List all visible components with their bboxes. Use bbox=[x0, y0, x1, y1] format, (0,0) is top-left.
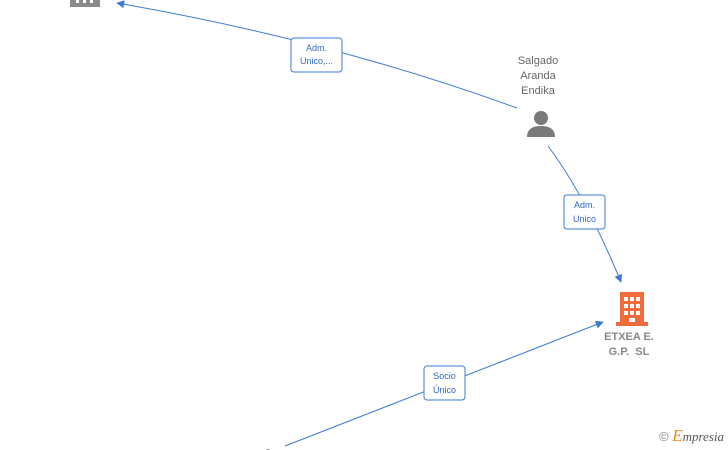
edge-label-line: Socio bbox=[433, 371, 456, 381]
person-name-line: Salgado bbox=[517, 55, 559, 67]
edge-label-line: Unico,... bbox=[300, 56, 333, 66]
building-icon[interactable] bbox=[616, 292, 648, 326]
brand-logo: Empresia bbox=[672, 426, 724, 445]
empresia-watermark: © Empresia bbox=[659, 426, 724, 446]
edge-label-socio-unico[interactable]: Socio Único bbox=[423, 365, 466, 401]
edge-label-line: Único bbox=[433, 385, 456, 395]
edge-label-line: Adm. bbox=[306, 43, 327, 53]
top-company-building-icon[interactable] bbox=[70, 0, 100, 7]
person-icon[interactable] bbox=[527, 111, 555, 137]
edge-label-line: Unico bbox=[573, 214, 596, 224]
person-name-line: Aranda bbox=[520, 70, 556, 82]
person-name-line: Endika bbox=[521, 85, 555, 97]
company-name-line: G.P. SL bbox=[608, 346, 650, 358]
edge-label-line: Adm. bbox=[574, 200, 595, 210]
company-name-line: ETXEA E. bbox=[604, 331, 654, 343]
person-node-label[interactable]: Salgado Aranda Endika bbox=[493, 54, 583, 99]
edge-label-adm-unico[interactable]: Adm. Unico bbox=[563, 194, 606, 230]
copyright-symbol: © bbox=[658, 429, 669, 444]
edge-label-adm-unico-top[interactable]: Adm. Unico,... bbox=[290, 37, 343, 73]
company-node-label[interactable]: ETXEA E. G.P. SL bbox=[574, 330, 684, 360]
